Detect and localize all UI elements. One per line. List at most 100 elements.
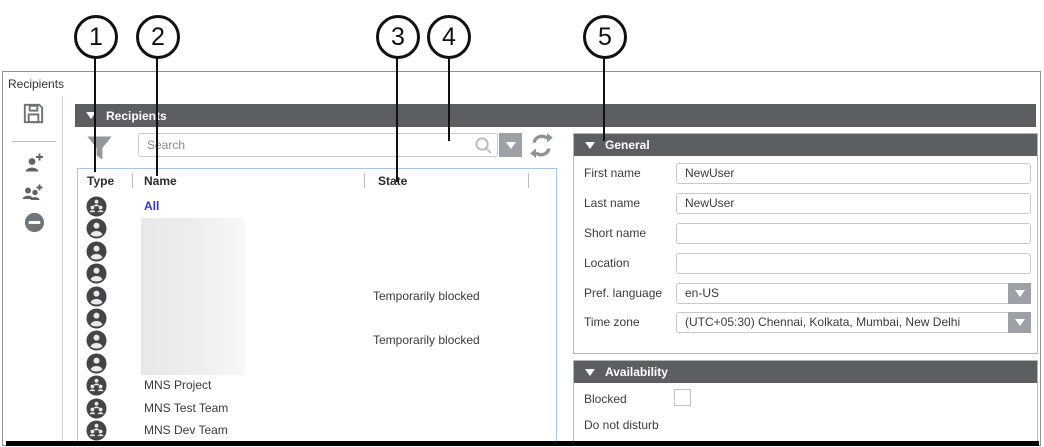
remove-button[interactable] — [20, 211, 48, 239]
person-icon — [86, 263, 107, 284]
callout-4: 4 — [427, 15, 471, 59]
time-zone-row: Time zone (UTC+05:30) Chennai, Kolkata, M… — [574, 309, 1037, 339]
person-icon — [86, 353, 107, 374]
availability-section: Availability Blocked Do not disturb — [573, 360, 1038, 445]
callout-line-2 — [156, 57, 158, 176]
recipient-name: MNS Test Team — [144, 400, 229, 415]
pref-language-label: Pref. language — [584, 285, 663, 300]
callout-2: 2 — [136, 15, 180, 59]
filter-button[interactable] — [86, 135, 113, 167]
recipients-section-title: Recipients — [106, 108, 167, 123]
availability-section-header[interactable]: Availability — [574, 361, 1037, 383]
table-row[interactable]: Temporarily blocked — [78, 285, 556, 308]
funnel-icon — [86, 136, 113, 166]
short-name-input[interactable] — [676, 222, 1031, 244]
last-name-label: Last name — [584, 195, 641, 210]
blocked-checkbox[interactable] — [674, 389, 691, 406]
general-section-header[interactable]: General — [574, 134, 1037, 156]
location-label: Location — [584, 255, 630, 270]
column-header-name[interactable]: Name — [144, 174, 177, 188]
chevron-down-icon — [86, 112, 96, 119]
redacted-name — [141, 352, 245, 376]
refresh-button[interactable] — [528, 132, 555, 164]
recipient-name: MNS Dev Team — [144, 422, 228, 437]
search-input[interactable] — [138, 133, 498, 157]
table-row[interactable]: All — [78, 196, 556, 218]
time-zone-input[interactable]: (UTC+05:30) Chennai, Kolkata, Mumbai, Ne… — [676, 312, 1031, 334]
redacted-name — [141, 307, 245, 331]
chevron-down-icon — [585, 141, 595, 149]
location-input[interactable] — [676, 252, 1031, 274]
first-name-input[interactable]: NewUser — [676, 163, 1031, 184]
redacted-name — [141, 218, 245, 241]
callout-line-1 — [94, 57, 96, 172]
redacted-name — [141, 330, 245, 353]
person-icon — [86, 286, 107, 307]
do-not-disturb-label: Do not disturb — [584, 418, 659, 432]
time-zone-label: Time zone — [584, 315, 640, 330]
blocked-label: Blocked — [584, 392, 627, 406]
table-row[interactable] — [78, 218, 556, 241]
column-header-state[interactable]: State — [378, 174, 408, 188]
person-icon — [86, 241, 107, 262]
table-row[interactable] — [78, 307, 556, 331]
crop-border — [6, 441, 1039, 446]
column-divider — [132, 173, 133, 188]
save-icon — [21, 101, 46, 131]
search-dropdown-button[interactable] — [499, 133, 522, 157]
redacted-name — [141, 263, 245, 286]
remove-icon — [23, 211, 46, 239]
add-group-button[interactable] — [19, 181, 47, 209]
chevron-down-icon — [1014, 319, 1025, 327]
chevron-down-icon — [505, 141, 516, 149]
add-user-button[interactable] — [20, 151, 48, 179]
group-icon — [86, 398, 107, 419]
all-filter-link[interactable]: All — [144, 199, 160, 213]
table-row[interactable]: Temporarily blocked — [78, 330, 556, 353]
first-name-label: First name — [584, 166, 641, 180]
group-icon — [86, 196, 107, 217]
column-header-type[interactable]: Type — [87, 174, 115, 188]
table-row[interactable]: MNS Dev Team — [78, 420, 556, 442]
short-name-row: Short name — [574, 220, 1037, 250]
redacted-name — [141, 285, 245, 308]
toolbar-separator-line — [12, 141, 56, 142]
callout-line-5 — [603, 58, 605, 141]
redacted-name — [141, 240, 245, 264]
blocked-row: Blocked — [574, 387, 1037, 413]
pref-language-input[interactable]: en-US — [676, 282, 1031, 304]
toolbar-divider — [62, 96, 63, 444]
table-row[interactable]: MNS Test Team — [78, 398, 556, 420]
recipients-section-header[interactable]: Recipients — [75, 104, 1036, 127]
last-name-row: Last name NewUser — [574, 190, 1037, 220]
first-name-row: First name NewUser — [574, 160, 1037, 190]
availability-section-title: Availability — [605, 365, 668, 379]
time-zone-dropdown-button[interactable] — [1008, 312, 1031, 334]
availability-rows: Blocked Do not disturb — [574, 387, 1037, 439]
column-divider — [364, 173, 365, 188]
recipient-state: Temporarily blocked — [373, 333, 480, 348]
add-group-icon — [20, 180, 46, 211]
person-icon — [86, 330, 107, 351]
group-icon — [86, 375, 107, 396]
chevron-down-icon — [1014, 289, 1025, 297]
save-button[interactable] — [19, 102, 47, 130]
recipient-state: Temporarily blocked — [373, 288, 480, 303]
location-row: Location — [574, 250, 1037, 280]
table-row[interactable]: MNS Project — [78, 375, 556, 397]
column-divider — [528, 173, 529, 188]
refresh-icon — [528, 133, 555, 163]
last-name-input[interactable]: NewUser — [676, 192, 1031, 214]
table-row[interactable] — [78, 240, 556, 264]
table-row[interactable] — [78, 352, 556, 376]
do-not-disturb-row: Do not disturb — [574, 413, 1037, 439]
magnifier-icon — [474, 136, 493, 160]
table-row[interactable] — [78, 263, 556, 286]
pref-language-dropdown-button[interactable] — [1008, 282, 1031, 304]
short-name-label: Short name — [584, 225, 647, 240]
person-icon — [86, 218, 107, 239]
